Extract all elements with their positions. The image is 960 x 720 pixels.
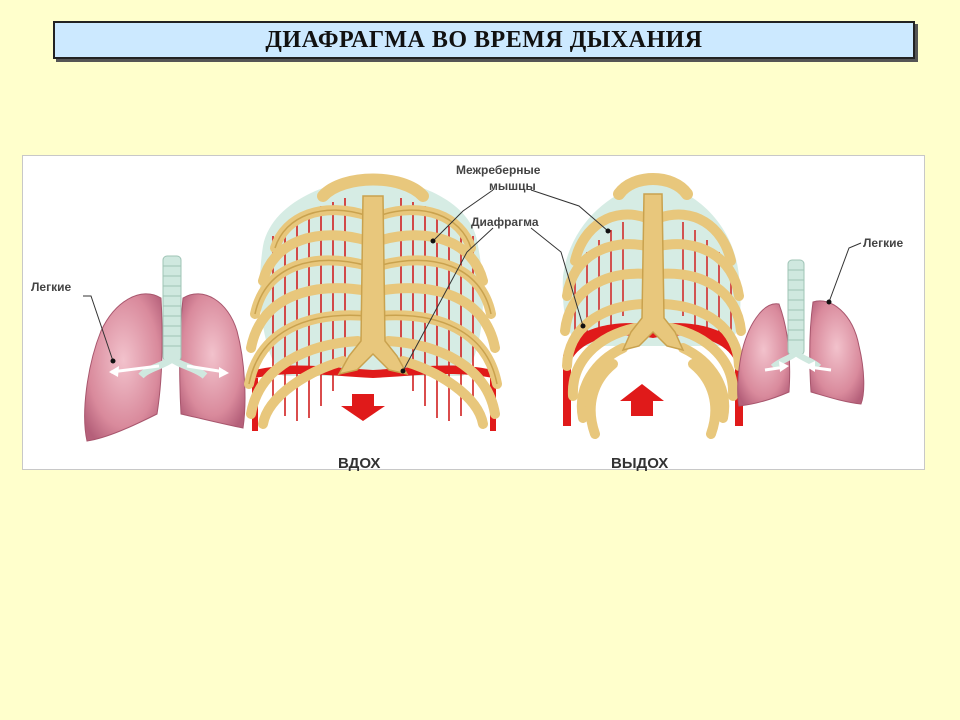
right-trachea xyxy=(787,259,805,356)
label-lungs-right: Легкие xyxy=(863,236,903,250)
diagram-figure: ВДОХ xyxy=(22,155,925,471)
arrow-down-icon xyxy=(341,394,385,421)
right-lungs xyxy=(737,259,865,407)
sternum-exhale xyxy=(621,193,685,352)
breathing-diagram: ВДОХ xyxy=(31,163,903,471)
left-trachea xyxy=(162,255,182,362)
label-intercostal-line1: Межреберные xyxy=(456,163,541,177)
label-inhale: ВДОХ xyxy=(338,455,380,471)
label-lungs-left: Легкие xyxy=(31,280,71,294)
label-exhale: ВЫДОХ xyxy=(611,455,668,471)
label-diaphragm: Диафрагма xyxy=(471,215,539,229)
left-lungs xyxy=(84,255,246,442)
left-lung-left-lobe xyxy=(84,293,163,442)
arrow-up-icon xyxy=(620,384,664,416)
slide-title: ДИАФРАГМА ВО ВРЕМЯ ДЫХАНИЯ xyxy=(265,26,703,53)
sternum-inhale xyxy=(337,195,409,376)
ribcage-inhale xyxy=(244,173,502,431)
right-lung-left-lobe xyxy=(737,303,791,407)
right-lung-right-lobe xyxy=(809,300,865,405)
ribcage-exhale xyxy=(560,173,746,439)
left-lung-right-lobe xyxy=(179,293,246,429)
slide-title-box: ДИАФРАГМА ВО ВРЕМЯ ДЫХАНИЯ xyxy=(53,21,915,59)
label-intercostal-line2: мышцы xyxy=(489,179,536,193)
